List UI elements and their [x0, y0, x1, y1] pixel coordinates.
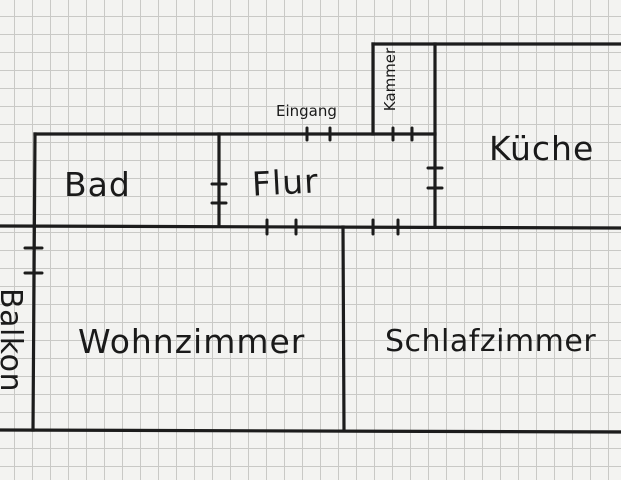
- room-label-kammer: Kammer: [381, 47, 400, 112]
- wall-wohn-schlaf: [341, 225, 346, 432]
- wall-left: [31, 132, 37, 432]
- room-label-kueche: Küche: [489, 129, 595, 168]
- doors: [23, 126, 444, 275]
- wall-middle: [0, 224, 621, 230]
- room-label-wohnzimmer: Wohnzimmer: [78, 322, 306, 361]
- walls: [0, 42, 621, 434]
- room-label-bad: Bad: [64, 165, 131, 204]
- room-label-balkon: Balkon: [0, 288, 28, 392]
- wall-bottom: [0, 428, 621, 434]
- room-label-eingang: Eingang: [276, 102, 337, 120]
- room-label-flur: Flur: [251, 161, 320, 204]
- room-label-schlafzimmer: Schlafzimmer: [385, 324, 597, 359]
